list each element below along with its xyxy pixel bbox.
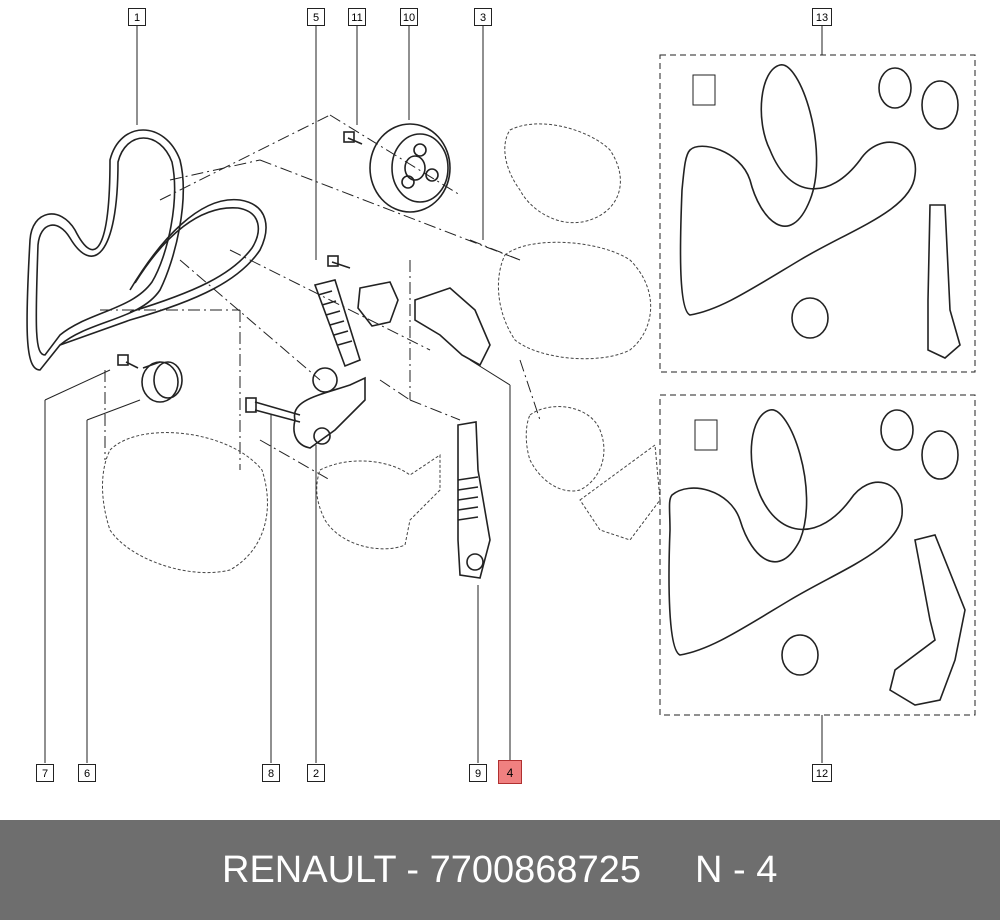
crankshaft-pulley xyxy=(525,406,605,492)
seal-ring xyxy=(878,67,912,109)
alternator xyxy=(497,241,652,360)
footer-bar: RENAULT - 7700868725 N - 4 xyxy=(0,820,1000,920)
idler-6 xyxy=(141,361,183,403)
footer-page-reference: N - 4 xyxy=(695,849,778,891)
bolt-11 xyxy=(343,131,363,145)
kit-belt-13 xyxy=(679,64,917,316)
callout-1: 1 xyxy=(128,8,146,26)
kit-pulley xyxy=(921,430,959,480)
callout-9: 9 xyxy=(469,764,487,782)
tensioner-9 xyxy=(457,421,491,579)
belt-1 xyxy=(26,129,267,371)
kit-pulley xyxy=(921,80,959,130)
callout-3: 3 xyxy=(474,8,492,26)
kit-13-contents xyxy=(679,64,961,359)
kit-belt-12 xyxy=(668,409,903,656)
kit-idler xyxy=(791,297,829,339)
bolt-8 xyxy=(245,397,301,423)
ghost-engine-parts xyxy=(102,123,661,574)
assembly-lines xyxy=(100,114,541,481)
footer-brand-part-number: RENAULT - 7700868725 xyxy=(222,849,641,891)
kit-box-13 xyxy=(659,54,976,373)
crankshaft xyxy=(579,444,661,541)
callout-7: 7 xyxy=(36,764,54,782)
callout-5: 5 xyxy=(307,8,325,26)
plate-3 xyxy=(357,281,399,327)
tensioner-2 xyxy=(293,279,366,449)
kit-idler xyxy=(781,634,819,676)
callout-11: 11 xyxy=(348,8,366,26)
leaflet-icon xyxy=(692,74,716,106)
callout-2: 2 xyxy=(307,764,325,782)
bolt-7 xyxy=(117,354,139,369)
callout-10: 10 xyxy=(400,8,418,26)
pulley-10 xyxy=(369,123,451,213)
kit-tensioner xyxy=(927,204,961,359)
leader-lines xyxy=(44,26,823,763)
kit-tensioner xyxy=(889,534,966,706)
bolt-5 xyxy=(327,255,351,269)
callout-8: 8 xyxy=(262,764,280,782)
power-steering-pump xyxy=(504,123,621,224)
bracket-4 xyxy=(414,287,491,367)
ac-compressor xyxy=(102,432,268,574)
callout-13: 13 xyxy=(812,8,832,26)
callout-6: 6 xyxy=(78,764,96,782)
callout-4-highlighted: 4 xyxy=(498,760,522,784)
kit-12-contents xyxy=(668,409,966,706)
parts-diagram xyxy=(26,26,976,763)
tensioner-bracket-ghost xyxy=(316,454,441,550)
kit-box-12 xyxy=(659,394,976,716)
seal-ring xyxy=(880,409,914,451)
callout-12: 12 xyxy=(812,764,832,782)
leaflet-icon xyxy=(694,419,718,451)
